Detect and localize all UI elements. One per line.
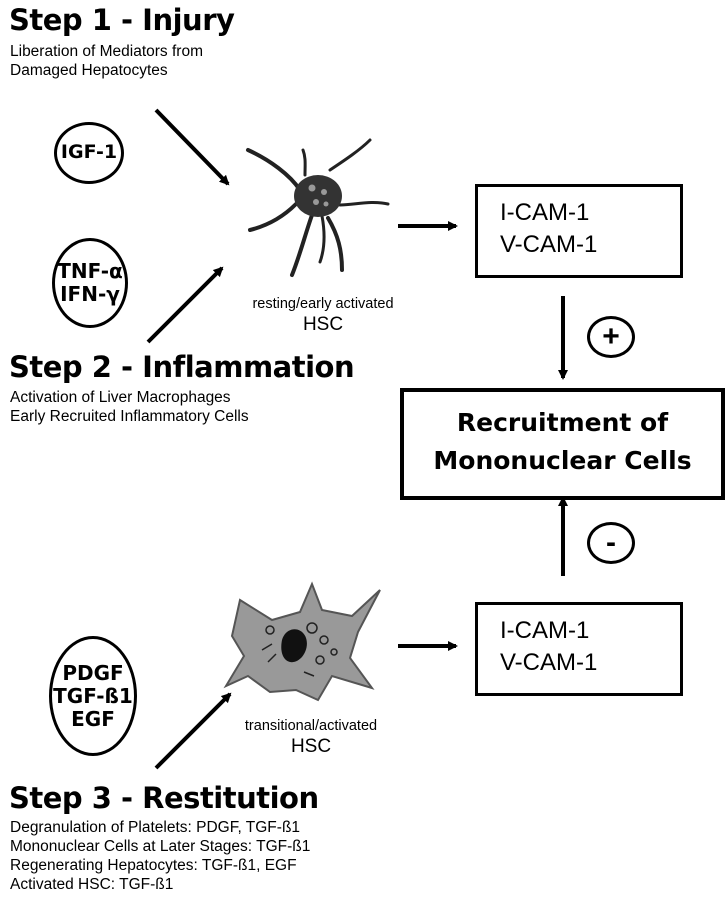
igf1-oval: IGF-1 bbox=[54, 122, 124, 184]
minus-icon: - bbox=[587, 522, 635, 564]
step3-line: Degranulation of Platelets: PDGF, TGF-ß1 bbox=[10, 819, 301, 836]
resting-hsc-name: HSC bbox=[302, 314, 344, 335]
step3-desc: Degranulation of Platelets: PDGF, TGF-ß1… bbox=[10, 818, 310, 894]
arrow-restitution-to-activated-hsc bbox=[154, 692, 232, 770]
pdgf-oval: PDGF TGF-ß1 EGF bbox=[49, 636, 137, 756]
activated-hsc-cell bbox=[223, 581, 381, 702]
adhesion-downregulated-box: I-CAM-1 V-CAM-1 bbox=[475, 602, 683, 696]
mediator-label: IGF-1 bbox=[60, 141, 118, 164]
step3-line: Mononuclear Cells at Later Stages: TGF-ß… bbox=[10, 838, 311, 855]
activated-hsc-label: transitional/activated bbox=[244, 718, 378, 734]
step3-line: Activated HSC: TGF-ß1 bbox=[10, 876, 174, 893]
mediator-label: PDGF bbox=[62, 660, 124, 685]
box-line: I-CAM-1 bbox=[500, 617, 590, 644]
mediator-label: EGF bbox=[71, 706, 115, 731]
step3-line: Regenerating Hepatocytes: TGF-ß1, EGF bbox=[10, 857, 297, 874]
step1-line: Damaged Hepatocytes bbox=[10, 62, 168, 79]
mediator-label: IFN-γ bbox=[60, 282, 120, 306]
step2-line: Early Recruited Inflammatory Cells bbox=[10, 408, 249, 425]
step1-line: Liberation of Mediators from bbox=[10, 43, 203, 60]
box-line: I-CAM-1 bbox=[500, 199, 590, 226]
recruitment-box: Recruitment of Mononuclear Cells bbox=[400, 388, 725, 500]
step1-desc: Liberation of Mediators from Damaged Hep… bbox=[10, 42, 203, 80]
step2-title: Step 2 - Inflammation bbox=[9, 350, 355, 384]
adhesion-upregulated-box: I-CAM-1 V-CAM-1 bbox=[475, 184, 683, 278]
recruitment-line: Mononuclear Cells bbox=[433, 446, 692, 475]
arrow-inflammation-to-hsc bbox=[146, 266, 224, 344]
step2-line: Activation of Liver Macrophages bbox=[10, 389, 231, 406]
recruitment-line: Recruitment of bbox=[456, 408, 669, 437]
step1-title: Step 1 - Injury bbox=[9, 3, 235, 37]
activated-hsc-name: HSC bbox=[290, 736, 332, 757]
recruitment-text: Recruitment of Mononuclear Cells bbox=[404, 404, 721, 480]
tnf-ifn-oval: TNF-α IFN-γ bbox=[52, 238, 128, 328]
step2-desc: Activation of Liver Macrophages Early Re… bbox=[10, 388, 249, 426]
arrow-igf-to-hsc bbox=[154, 108, 230, 186]
plus-icon: + bbox=[587, 316, 635, 358]
step3-title: Step 3 - Restitution bbox=[9, 781, 319, 815]
mediator-label: TGF-ß1 bbox=[53, 683, 133, 708]
mediator-label: TNF-α bbox=[57, 259, 123, 283]
box-line: V-CAM-1 bbox=[500, 231, 598, 258]
resting-hsc-cell bbox=[246, 138, 390, 277]
box-line: V-CAM-1 bbox=[500, 649, 598, 676]
resting-hsc-label: resting/early activated bbox=[252, 296, 394, 312]
